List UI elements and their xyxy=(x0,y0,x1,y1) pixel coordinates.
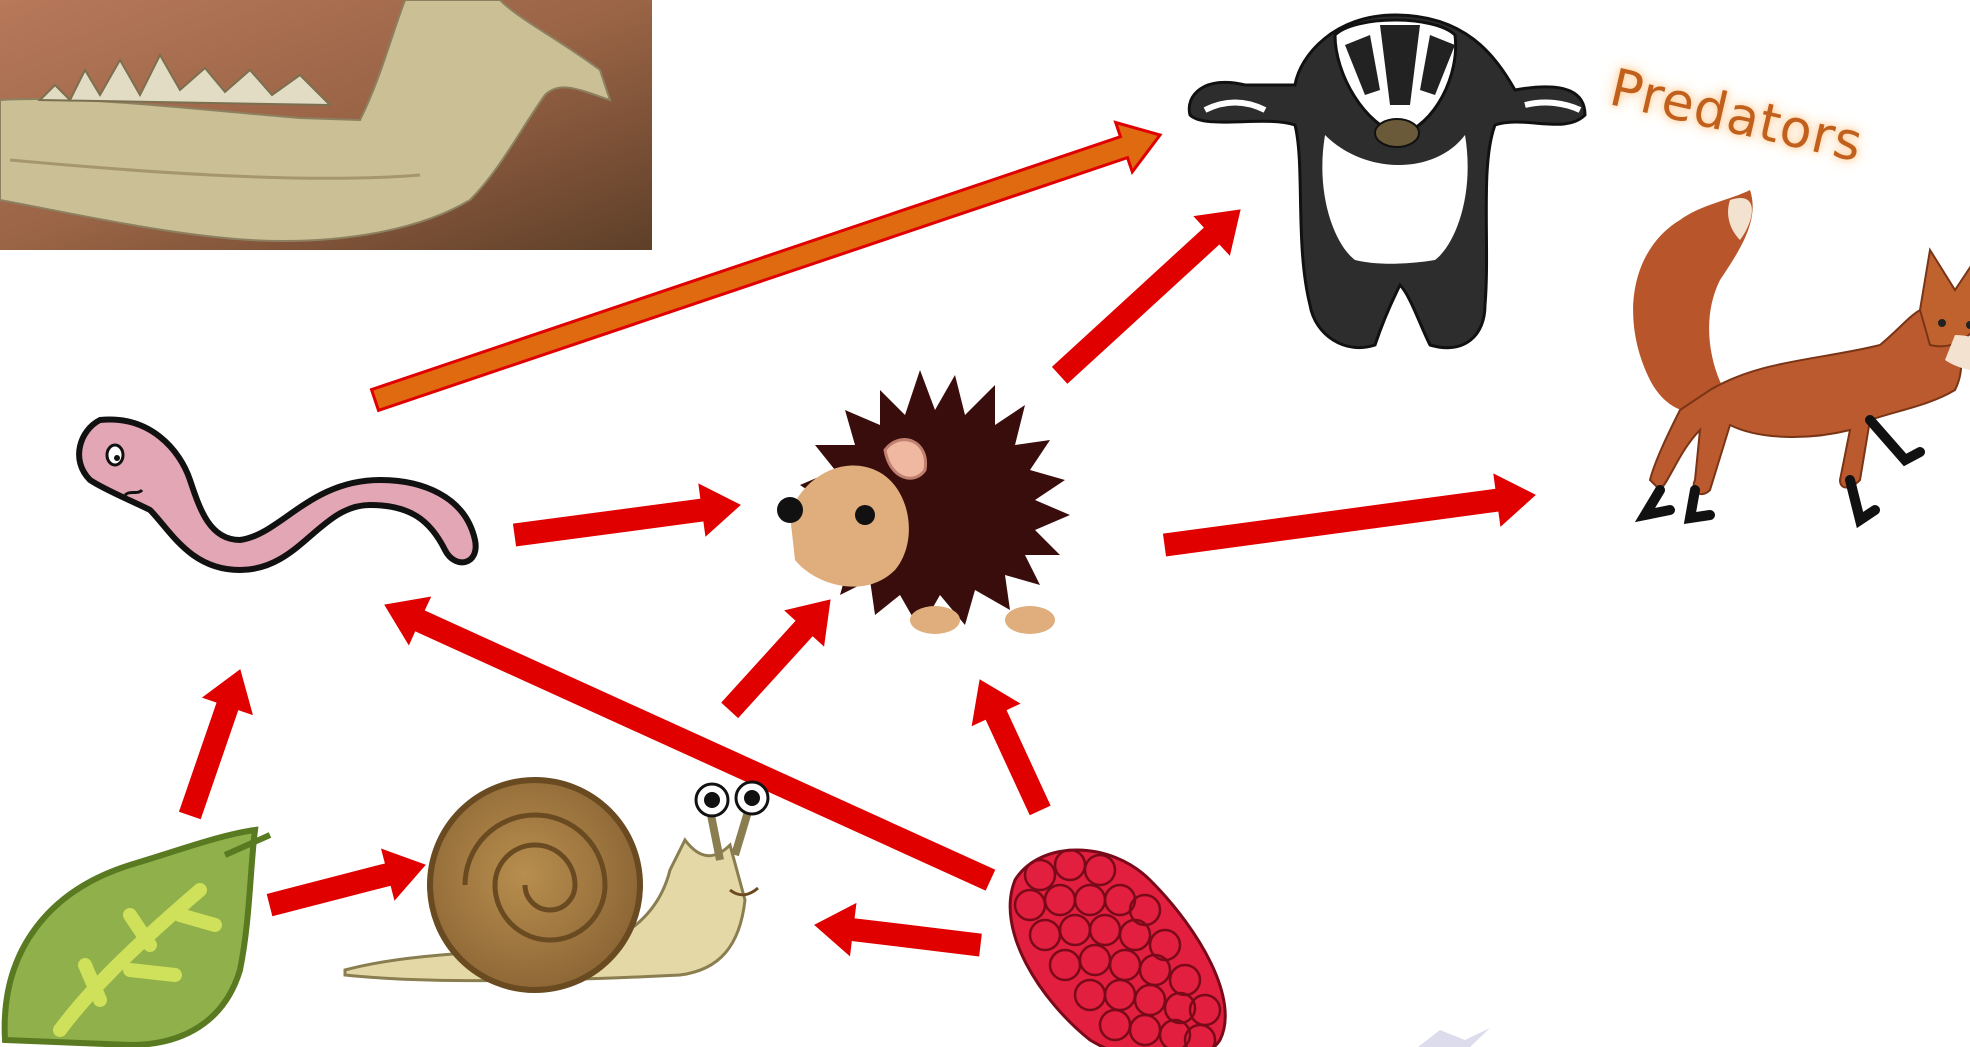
arrow-leaf-to-snail xyxy=(267,849,425,915)
jawbone-photo xyxy=(0,0,652,250)
worm-icon xyxy=(79,420,476,570)
arrow-raspberry-to-snail xyxy=(815,904,981,956)
arrow-snail-to-hedgehog xyxy=(722,600,830,717)
arrow-hedgehog-to-badger xyxy=(1053,210,1240,383)
arrow-worm-to-hedgehog xyxy=(514,484,741,546)
arrow-leaf-to-worm xyxy=(180,670,253,819)
hedgehog-icon xyxy=(777,370,1070,634)
arrow-hedgehog-to-fox xyxy=(1164,474,1536,556)
leaf-icon xyxy=(5,830,270,1045)
raspberry-icon xyxy=(1010,850,1225,1047)
arrow-raspberry-to-hedgehog xyxy=(972,680,1050,815)
snail-icon xyxy=(345,780,768,990)
badger-icon xyxy=(1189,15,1585,348)
fox-icon xyxy=(1633,190,1970,520)
partial-shape xyxy=(1418,1028,1490,1047)
